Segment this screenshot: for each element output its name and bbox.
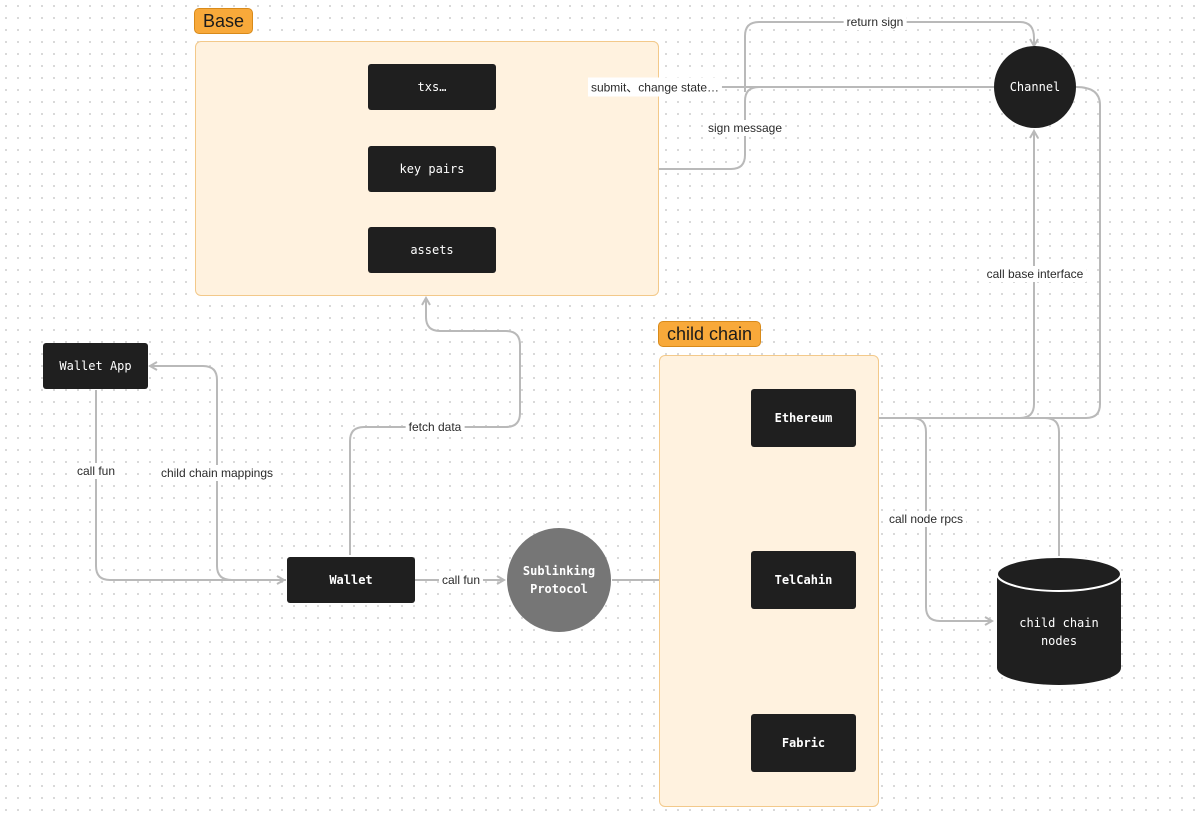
child-chain-group-title: child chain xyxy=(658,321,762,347)
database-cylinder-icon xyxy=(996,556,1122,685)
edge-channel-to-ethereum xyxy=(858,86,1101,419)
fabric-node[interactable]: Fabric xyxy=(751,714,856,772)
edge-label-sign-message: sign message xyxy=(704,120,786,136)
edge-label-call-node-rpcs: call node rpcs xyxy=(885,511,967,527)
edge-label-fetch-data: fetch data xyxy=(405,419,465,435)
telcahin-label: TelCahin xyxy=(774,573,833,587)
key-pairs-node[interactable]: key pairs xyxy=(368,146,496,192)
child-chain-nodes-label-line-2: nodes xyxy=(1040,634,1078,648)
assets-label: assets xyxy=(410,243,454,257)
sublinking-protocol-node[interactable]: Sublinking Protocol xyxy=(507,528,611,632)
base-group-title: Base xyxy=(194,8,254,34)
wallet-app-label: Wallet App xyxy=(59,359,132,373)
wallet-app-node[interactable]: Wallet App xyxy=(43,343,148,389)
edge-label-call-fun-wallet: call fun xyxy=(438,572,484,588)
edge-call-fun-app xyxy=(95,390,284,580)
edge-nodes-to-ethereum xyxy=(858,418,1060,556)
edge-label-call-base-interface: call base interface xyxy=(983,266,1087,282)
child-chain-nodes-label-line-1: child chain xyxy=(1019,616,1099,630)
edge-label-submit-change-state: submit、change state… xyxy=(587,77,723,97)
channel-node[interactable]: Channel xyxy=(994,46,1076,128)
wallet-label: Wallet xyxy=(329,573,373,587)
assets-node[interactable]: assets xyxy=(368,227,496,273)
edge-label-child-chain-mappings: child chain mappings xyxy=(157,465,277,481)
channel-label: Channel xyxy=(1009,80,1061,94)
edge-label-return-sign: return sign xyxy=(843,14,907,30)
ethereum-node[interactable]: Ethereum xyxy=(751,389,856,447)
ethereum-label: Ethereum xyxy=(774,411,833,425)
edge-label-call-fun-app: call fun xyxy=(73,463,119,479)
txs-label: txs… xyxy=(417,80,447,94)
txs-node[interactable]: txs… xyxy=(368,64,496,110)
child-chain-nodes-database[interactable]: child chain nodes xyxy=(996,556,1122,686)
sublinking-protocol-label-line-1: Sublinking xyxy=(522,564,596,578)
edge-fetch-data xyxy=(349,298,521,555)
fabric-label: Fabric xyxy=(781,736,826,750)
key-pairs-label: key pairs xyxy=(399,162,465,176)
edge-return-sign xyxy=(744,21,1034,92)
telcahin-node[interactable]: TelCahin xyxy=(751,551,856,609)
sublinking-protocol-label-line-2: Protocol xyxy=(530,582,588,596)
wallet-node[interactable]: Wallet xyxy=(287,557,415,603)
